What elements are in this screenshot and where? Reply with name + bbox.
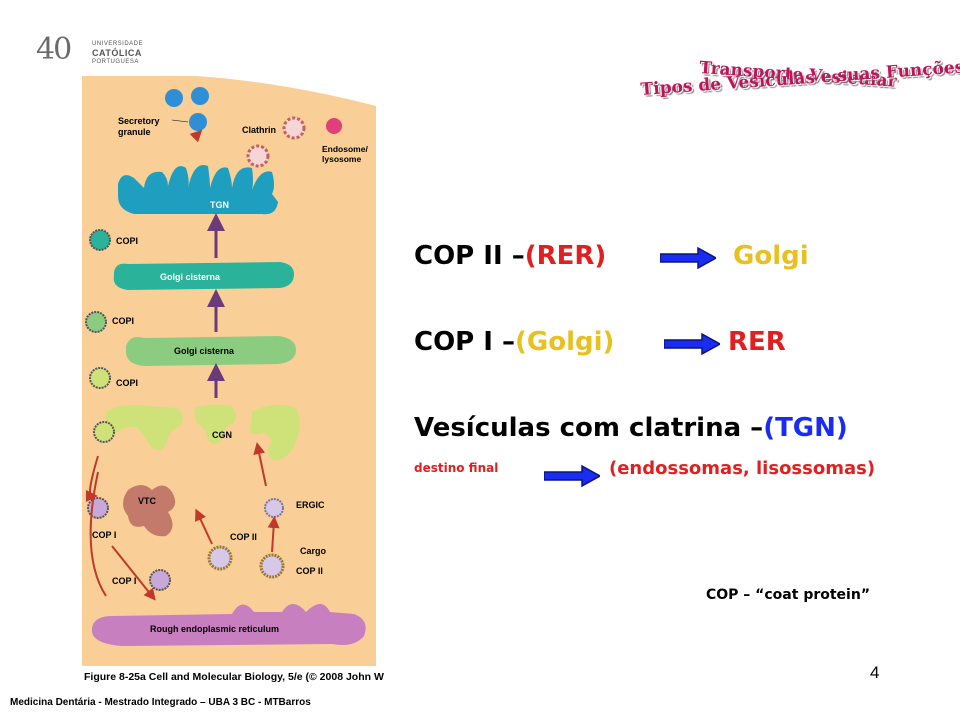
figure-label: ERGIC (296, 500, 325, 510)
figure-label: Endosome/ (322, 144, 368, 154)
logo-line3: PORTUGUESA (92, 59, 139, 65)
figure-label: COPI (112, 316, 134, 326)
ergic-vesicle (264, 498, 284, 518)
svg-text:Secretory: Secretory (118, 116, 160, 126)
cgn (194, 404, 236, 444)
cop1-destination: RER (728, 327, 786, 357)
svg-text:Golgi cisterna: Golgi cisterna (174, 346, 235, 356)
university-logo: 40 UNIVERSIDADE CATÓLICA PORTUGUESA (36, 32, 146, 70)
arrow-right-icon (544, 464, 600, 488)
secretory-granule (165, 89, 183, 107)
svg-text:COPI: COPI (112, 316, 134, 326)
clathrin-vesicle (282, 116, 306, 140)
svg-text:COP II: COP II (230, 532, 257, 542)
figure-label: Rough endoplasmic reticulum (150, 624, 279, 634)
svg-text:Endosome/: Endosome/ (322, 144, 368, 154)
clathrin-vesicle (246, 144, 270, 168)
golgi-cisterna-1 (113, 262, 295, 290)
secretory-granule (189, 113, 207, 131)
svg-text:COPI: COPI (116, 378, 138, 388)
figure-label: COP I (92, 530, 116, 540)
svg-text:COP II: COP II (296, 566, 323, 576)
figure-label: TGN (210, 200, 229, 210)
cop2-origin: (RER) (524, 241, 607, 271)
statement-cop2: COP II –(RER) (414, 241, 606, 271)
golgi-cisterna-2 (126, 336, 296, 366)
destination-label: destino final (414, 461, 499, 475)
figure-label: COPI (116, 236, 138, 246)
figure-label: Golgi cisterna (174, 346, 235, 356)
figure-label: Clathrin (242, 125, 276, 135)
svg-text:CGN: CGN (212, 430, 232, 440)
clathrin-label: Vesículas com clatrina – (414, 413, 764, 443)
figure-caption: Figure 8-25a Cell and Molecular Biology,… (84, 671, 384, 683)
svg-text:Rough endoplasmic reticulum: Rough endoplasmic reticulum (150, 624, 279, 634)
arrow-right-icon (660, 246, 716, 270)
statement-clathrin: Vesículas com clatrina –(TGN) (414, 413, 848, 443)
cgn (250, 404, 300, 461)
clathrin-origin: (TGN) (763, 413, 848, 443)
figure-label: granule (118, 127, 151, 137)
copi-vesicle (149, 569, 171, 591)
cop1-label: COP I – (414, 327, 516, 357)
figure-label: COP II (296, 566, 323, 576)
svg-text:Clathrin: Clathrin (242, 125, 276, 135)
footer: Medicina Dentária - Mestrado Integrado –… (10, 697, 311, 708)
svg-text:COP I: COP I (112, 576, 136, 586)
cop-definition: COP – “coat protein” (706, 587, 871, 603)
vtc (123, 485, 176, 537)
figure-label: Golgi cisterna (160, 272, 221, 282)
statement-cop1: COP I –(Golgi) (414, 327, 614, 357)
tgn (118, 164, 278, 215)
copi-vesicle (89, 229, 111, 251)
arrow-right-icon (664, 332, 720, 356)
copii-vesicle (259, 553, 285, 579)
cgn (105, 404, 183, 451)
svg-text:COP I: COP I (92, 530, 116, 540)
cop2-destination: Golgi (733, 241, 809, 271)
figure-label: Cargo (300, 546, 327, 556)
cop1-origin: (Golgi) (515, 327, 615, 357)
vesicular-transport-figure: Figure 8-25a Cell and Molecular Biology,… (82, 76, 388, 686)
endosome (326, 118, 342, 134)
page-number: 4 (870, 663, 880, 682)
secretory-granule (191, 87, 209, 105)
svg-text:lysosome: lysosome (322, 154, 361, 164)
figure-label: COP I (112, 576, 136, 586)
svg-text:VTC: VTC (138, 496, 157, 506)
svg-text:ERGIC: ERGIC (296, 500, 325, 510)
copii-vesicle (207, 545, 233, 571)
rough-er (92, 604, 366, 646)
svg-text:TGN: TGN (210, 200, 229, 210)
figure-label: Secretory (118, 116, 160, 126)
svg-text:Golgi cisterna: Golgi cisterna (160, 272, 221, 282)
copi-vesicle (89, 367, 111, 389)
copi-vesicle (85, 311, 107, 333)
svg-text:Cargo: Cargo (300, 546, 327, 556)
figure-label: COPI (116, 378, 138, 388)
svg-text:granule: granule (118, 127, 151, 137)
cop2-label: COP II – (414, 241, 525, 271)
logo-line2: CATÓLICA (92, 48, 142, 58)
figure-label: COP II (230, 532, 257, 542)
copi-vesicle (93, 421, 115, 443)
destination-values: (endossomas, lisossomas) (609, 458, 876, 479)
figure-label: lysosome (322, 154, 361, 164)
figure-label: CGN (212, 430, 232, 440)
slide-title-line2: Tipos de Vesículas e suas Funções (640, 57, 960, 100)
svg-text:COPI: COPI (116, 236, 138, 246)
figure-label: VTC (138, 496, 157, 506)
logo-line1: UNIVERSIDADE (92, 41, 144, 47)
logo-numeral: 40 (36, 32, 72, 67)
